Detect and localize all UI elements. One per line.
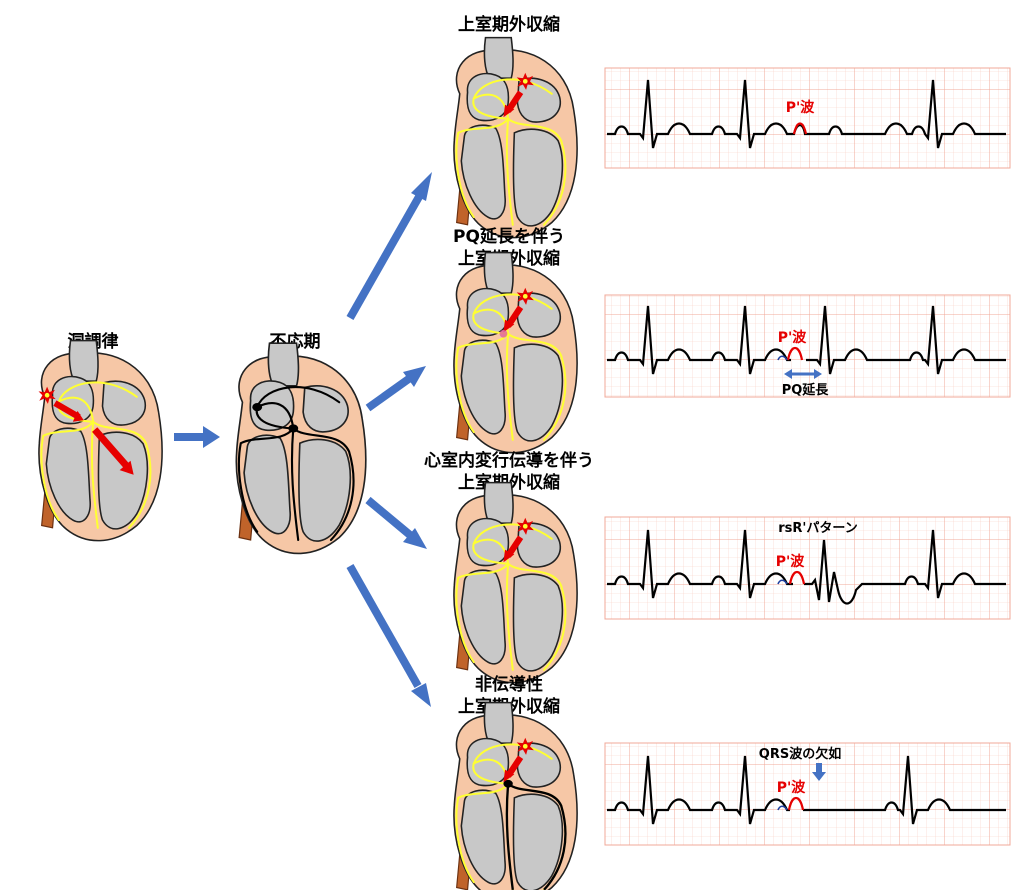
case-2-heart: [453, 251, 578, 454]
case-1-p-prime-wave: [792, 122, 808, 135]
case-2-note: PQ延長: [782, 382, 830, 398]
refractory-heart: [235, 342, 367, 555]
case-2-title-line1: PQ延長を伴う: [453, 226, 565, 247]
case-4-title-line1: 非伝導性: [475, 674, 543, 695]
case-3-heart: [453, 481, 578, 684]
case-1-heart: [453, 36, 578, 239]
sinus-heart: [38, 339, 163, 542]
case-2-p-label: P'波: [778, 329, 808, 346]
case-1-title: 上室期外収縮: [458, 14, 560, 35]
case-4-ecg-trace: [607, 755, 1006, 825]
flow-arrow-1: [174, 426, 220, 448]
case-2-ecg-trace: [607, 305, 1006, 375]
pq-interval-arrow: [784, 369, 822, 379]
case-3-note: rsR'パターン: [778, 521, 858, 536]
flow-arrows: [346, 172, 432, 707]
case-2: PQ延長を伴う 上室期外収縮 P'波 PQ延長: [453, 226, 1011, 454]
case-3: 心室内変行伝導を伴う 上室期外収縮 P'波 rsR'パターン: [424, 450, 1011, 684]
case-4-pre: [777, 805, 788, 811]
case-3-title-line1: 心室内変行伝導を伴う: [424, 450, 594, 471]
case-4-p-label: P'波: [777, 779, 807, 796]
case-3-ecg-grid: [604, 516, 1011, 620]
case-4: 非伝導性 上室期外収縮 P'波 QRS波の欠如: [453, 674, 1011, 890]
case-4-p-prime-wave: [787, 796, 805, 811]
case-4-heart: [453, 701, 578, 890]
case-2-ecg-grid: [604, 294, 1011, 398]
case-3-p-prime-wave: [788, 570, 806, 585]
case-1-p-label: P'波: [786, 99, 816, 116]
case-1-ecg-grid: [604, 67, 1011, 169]
case-4-note: QRS波の欠如: [759, 746, 841, 762]
qrs-absent-arrow: [812, 763, 826, 781]
case-2-p-prime-wave: [786, 346, 804, 361]
case-3-pre: [777, 579, 788, 585]
case-3-ecg-trace: [607, 529, 1006, 605]
case-3-p-label: P'波: [776, 553, 806, 570]
case-1: 上室期外収縮 P'波: [453, 14, 1011, 239]
case-4-ecg-grid: [604, 742, 1011, 846]
case-2-pq-pre: [777, 355, 788, 361]
